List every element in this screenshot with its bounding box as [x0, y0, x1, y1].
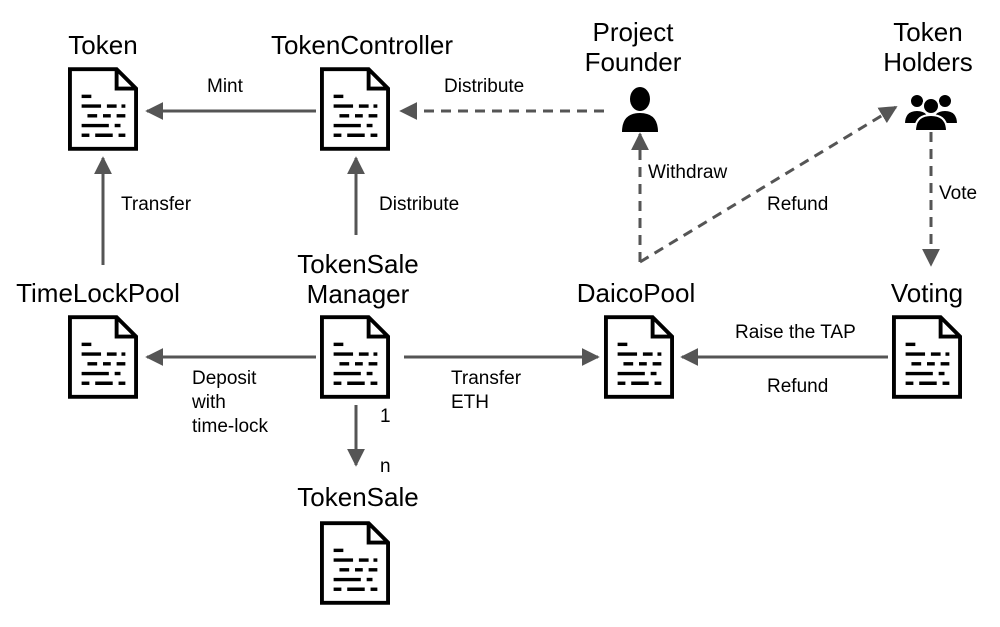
- edge-label-refund-holders: Refund: [767, 194, 829, 215]
- project-founder-label-line2: Founder: [584, 47, 682, 77]
- edge-label-transfer-eth-line2: ETH: [451, 392, 489, 413]
- edge-label-deposit-line3: time-lock: [192, 416, 269, 437]
- token-controller-document-icon: [320, 67, 390, 151]
- token-sale-manager-label-line1: TokenSale: [297, 249, 419, 279]
- daico-pool-label: DaicoPool: [576, 278, 696, 308]
- edge-label-deposit: Deposit with time-lock: [192, 367, 268, 439]
- time-lock-pool-document-icon: [68, 315, 138, 399]
- edge-label-deposit-line1: Deposit: [192, 368, 257, 389]
- token-sale-document-icon: [320, 521, 390, 605]
- token-sale-label: TokenSale: [297, 482, 419, 512]
- token-holders-label-line2: Holders: [883, 47, 973, 77]
- token-sale-manager-label: TokenSale Manager: [297, 249, 418, 309]
- voting-label: Voting: [890, 278, 964, 308]
- edge-label-raise-tap: Raise the TAP: [735, 322, 856, 343]
- token-holders-label-line1: Token: [893, 17, 963, 47]
- time-lock-pool-label: TimeLockPool: [16, 278, 180, 308]
- token-sale-manager-label-line2: Manager: [306, 279, 410, 309]
- daico-pool-document-icon: [604, 315, 674, 399]
- edge-label-distribute-manager: Distribute: [379, 194, 460, 215]
- multiplicity-many: n: [380, 456, 391, 477]
- multiplicity-one: 1: [380, 406, 391, 427]
- edge-label-mint: Mint: [207, 76, 243, 97]
- token-controller-label: TokenController: [270, 30, 454, 60]
- edge-label-transfer-eth-line1: Transfer: [451, 368, 522, 389]
- voting-document-icon: [892, 315, 962, 399]
- token-label: Token: [68, 30, 138, 60]
- edge-label-vote: Vote: [939, 183, 978, 204]
- edge-label-deposit-line2: with: [192, 392, 226, 413]
- edge-label-distribute-founder: Distribute: [444, 76, 525, 97]
- edge-label-withdraw: Withdraw: [648, 162, 728, 183]
- token-sale-manager-document-icon: [320, 315, 390, 399]
- edge-label-transfer-eth: Transfer ETH: [451, 367, 521, 415]
- project-founder-label: Project Founder: [585, 17, 682, 77]
- edge-label-refund-voting: Refund: [767, 376, 829, 397]
- group-icon: [902, 93, 960, 132]
- edge-label-transfer: Transfer: [121, 194, 192, 215]
- token-document-icon: [68, 67, 138, 151]
- project-founder-label-line1: Project: [592, 17, 674, 47]
- token-holders-label: Token Holders: [883, 17, 973, 77]
- person-icon: [622, 87, 658, 132]
